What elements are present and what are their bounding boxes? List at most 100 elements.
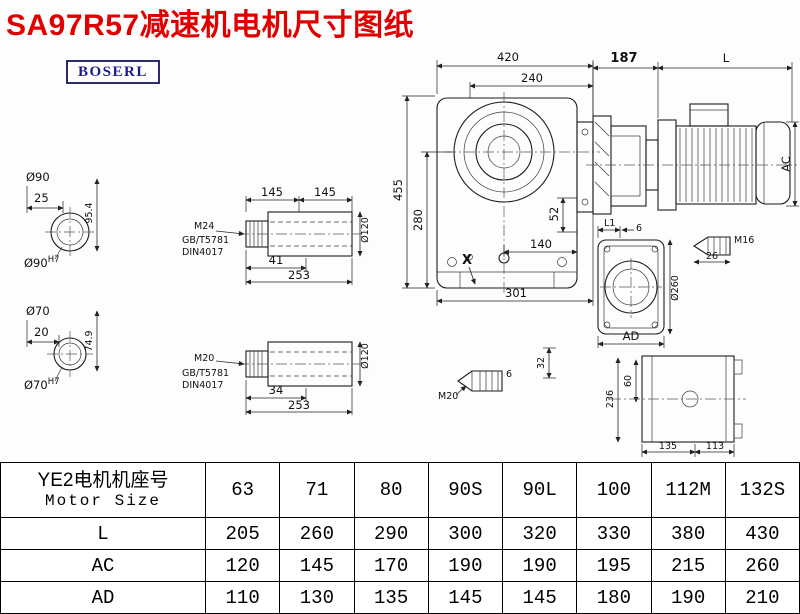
fit-dia: Ø90 [24, 256, 48, 270]
dim-74-9: 74.9 [84, 330, 95, 351]
dim-253-bottom: 253 [288, 398, 310, 412]
value-cell: 300 [427, 517, 504, 550]
dim-L: L [723, 51, 730, 65]
row-label-L: L [0, 517, 206, 550]
fit-dia: Ø70 [24, 378, 48, 392]
table-header-row: YE2电机机座号 Motor Size 63 71 80 90S 90L 100… [0, 462, 800, 518]
table-row-AC: AC 120 145 170 190 190 195 215 260 [0, 549, 800, 582]
frame-size-cell: 132S [724, 462, 800, 518]
dim-145-b: 145 [314, 185, 336, 199]
dim-dia-90h7: Ø90H7 [24, 255, 60, 270]
dim-32: 32 [536, 357, 547, 369]
value-cell: 190 [650, 581, 726, 614]
value-cell: 130 [279, 581, 355, 614]
dim-dia-70: Ø70 [26, 304, 50, 318]
dim-dia-120-bottom: Ø120 [360, 343, 371, 369]
fit-tol: H7 [48, 255, 60, 265]
dim-301: 301 [505, 286, 527, 300]
value-cell: 135 [353, 581, 429, 614]
label-x-mark: X [462, 253, 472, 268]
dim-20: 20 [34, 325, 49, 339]
fit-tol: H7 [48, 377, 60, 387]
motor-side-view: 187 L [586, 51, 799, 215]
dim-187: 187 [610, 51, 637, 66]
dim-95-4: 95.4 [84, 202, 95, 223]
label-din4017-bottom: DIN4017 [182, 380, 223, 391]
value-cell: 260 [279, 517, 355, 550]
value-cell: 190 [427, 549, 504, 582]
frame-size-cell: 100 [576, 462, 652, 518]
motor-size-table: YE2电机机座号 Motor Size 63 71 80 90S 90L 100… [0, 462, 800, 614]
stud-detail-m16: M16 26 [692, 235, 754, 265]
shaft-end-view-90: Ø90 25 95.4 Ø90H7 [24, 170, 100, 270]
gearbox-front-view: 420 240 455 280 52 140 X 301 [391, 50, 600, 306]
value-cell: 145 [427, 581, 504, 614]
label-gbt5781-bottom: GB/T5781 [182, 368, 229, 379]
dim-6-stud: 6 [506, 369, 512, 380]
output-flange-view: L1 6 Ø260 AD [597, 218, 681, 348]
dim-145-a: 145 [261, 185, 283, 199]
label-gbt5781-top: GB/T5781 [182, 235, 229, 246]
dim-6-flange: 6 [636, 223, 642, 234]
motor-size-label-en: Motor Size [44, 492, 161, 511]
boserl-logo: BOSERL [66, 60, 160, 84]
stud-detail-m20: 32 6 M20 [438, 347, 556, 402]
dim-dia-120-top: Ø120 [360, 217, 371, 243]
label-m16: M16 [734, 235, 754, 246]
value-cell: 190 [501, 549, 578, 582]
dim-60: 60 [623, 375, 634, 387]
shaft-side-view-m24: 145 145 Ø120 M24 GB/T5781 DIN4017 41 253 [182, 185, 371, 285]
logo-text: BOSERL [78, 64, 148, 80]
dim-455: 455 [391, 179, 405, 201]
frame-size-cell: 80 [353, 462, 429, 518]
value-cell: 170 [353, 549, 429, 582]
dim-L1: L1 [604, 218, 615, 229]
value-cell: 110 [204, 581, 281, 614]
frame-size-cell: 112M [650, 462, 726, 518]
dim-25: 25 [34, 191, 49, 205]
technical-drawing: Ø90 25 95.4 Ø90H7 Ø70 20 74.9 [24, 50, 799, 457]
page-title: SA97R57减速机电机尺寸图纸 [6, 9, 415, 42]
dim-dia-70h7: Ø70H7 [24, 377, 60, 392]
label-din4017-top: DIN4017 [182, 247, 223, 258]
dim-253-top: 253 [288, 268, 310, 282]
value-cell: 330 [576, 517, 652, 550]
value-cell: 145 [279, 549, 355, 582]
value-cell: 180 [576, 581, 652, 614]
dim-113: 113 [706, 441, 724, 452]
dim-135: 135 [659, 441, 677, 452]
row-label-AC: AC [0, 549, 206, 582]
value-cell: 205 [204, 517, 281, 550]
value-cell: 215 [650, 549, 726, 582]
label-m24: M24 [194, 221, 214, 232]
table-row-AD: AD 110 130 135 145 145 180 190 210 [0, 581, 800, 614]
dim-240: 240 [521, 71, 543, 85]
value-cell: 380 [650, 517, 726, 550]
dim-280: 280 [411, 209, 425, 231]
value-cell: 430 [724, 517, 800, 550]
label-m20-stud: M20 [438, 391, 458, 402]
value-cell: 120 [204, 549, 281, 582]
value-cell: 195 [576, 549, 652, 582]
dim-140: 140 [530, 237, 552, 251]
motor-size-label-cn: YE2电机机座号 [37, 469, 169, 491]
dim-dia-90: Ø90 [26, 170, 50, 184]
frame-size-cell: 90L [501, 462, 578, 518]
dim-41: 41 [269, 253, 284, 267]
dim-26: 26 [706, 251, 718, 262]
value-cell: 320 [501, 517, 578, 550]
motor-size-header-cell: YE2电机机座号 Motor Size [0, 462, 206, 518]
dim-AC: AC [779, 156, 793, 172]
value-cell: 210 [724, 581, 800, 614]
row-label-AD: AD [0, 581, 206, 614]
dim-AD: AD [623, 329, 640, 343]
dim-52: 52 [547, 207, 561, 222]
dim-420: 420 [497, 50, 519, 64]
frame-size-cell: 71 [279, 462, 355, 518]
shaft-end-view-70: Ø70 20 74.9 Ø70H7 [24, 304, 100, 392]
value-cell: 145 [501, 581, 578, 614]
housing-top-view: 236 60 135 113 [605, 355, 746, 457]
label-m20: M20 [194, 353, 214, 364]
dim-34: 34 [269, 383, 284, 397]
